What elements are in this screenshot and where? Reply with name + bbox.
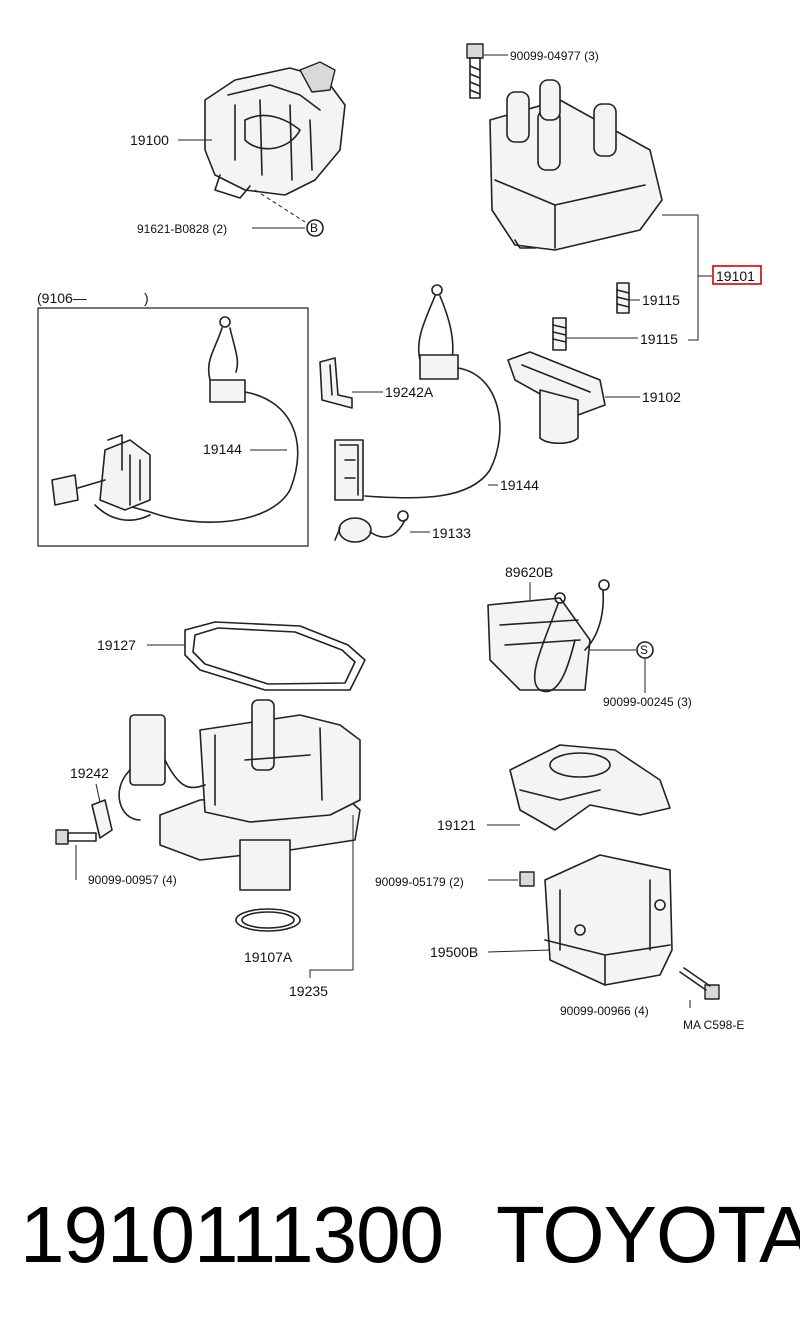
label-90099-04977: 90099-04977 (3)	[510, 49, 599, 63]
label-9106-group: (9106—	[37, 290, 87, 306]
label-90099-00957: 90099-00957 (4)	[88, 873, 177, 887]
wire-cord-right-drawing	[334, 284, 501, 501]
label-19144-right: 19144	[500, 477, 539, 493]
circle-s-letter: S	[640, 643, 648, 657]
label-89620B: 89620B	[505, 564, 553, 580]
label-19500B: 19500B	[430, 944, 478, 960]
spring-a-drawing	[616, 282, 630, 314]
circle-b-letter: B	[310, 221, 318, 235]
label-19102: 19102	[642, 389, 681, 405]
distributor-cap-drawing	[489, 79, 663, 251]
label-90099-00966: 90099-00966 (4)	[560, 1004, 649, 1018]
wire-cord-left-drawing	[51, 316, 299, 523]
gasket-drawing	[184, 621, 366, 691]
label-19101: 19101	[716, 268, 755, 284]
label-19100: 19100	[130, 132, 169, 148]
brand-name: TOYOTA	[496, 1190, 800, 1279]
leader-19500B	[487, 949, 551, 953]
label-19107A: 19107A	[244, 949, 293, 965]
rotor-drawing	[507, 351, 606, 445]
label-19115-a: 19115	[642, 292, 680, 308]
label-19235: 19235	[289, 983, 328, 999]
screw-clamp-drawing	[55, 829, 97, 845]
label-19115-b: 19115	[640, 331, 678, 347]
housing-drawing	[118, 699, 361, 891]
highlight-19101	[712, 265, 762, 285]
parts-diagram: 19100 91621-B0828 (2) B (9106— ) 19144 9…	[37, 43, 762, 1032]
distributor-assembly-drawing	[204, 61, 346, 199]
o-ring-inner	[241, 911, 295, 929]
clip-drawing	[319, 357, 353, 409]
bolt-top-drawing	[466, 43, 484, 99]
bracket-19235	[309, 815, 354, 978]
screw-coil-drawing	[679, 967, 720, 1000]
part-number: 1910111300	[20, 1190, 444, 1279]
diagram-code: MA C598-E	[683, 1018, 744, 1032]
bracket-19101	[662, 214, 699, 341]
clamp-drawing	[91, 799, 113, 839]
label-19127: 19127	[97, 637, 136, 653]
o-ring-drawing	[235, 908, 301, 932]
condenser-drawing	[334, 510, 409, 543]
gasket-inner	[192, 627, 356, 685]
leader-19242	[95, 783, 101, 803]
label-90099-05179: 90099-05179 (2)	[375, 875, 464, 889]
circle-b-marker	[306, 219, 324, 237]
cover-drawing	[509, 744, 671, 831]
label-91621: 91621-B0828 (2)	[137, 222, 227, 236]
label-19242: 19242	[70, 765, 109, 781]
label-19144-left: 19144	[203, 441, 242, 457]
group-box-9106	[37, 307, 309, 547]
footer: 1910111300 TOYOTA	[0, 1180, 800, 1300]
label-9106-close: )	[144, 290, 149, 306]
spring-b-drawing	[552, 317, 567, 351]
label-19133: 19133	[432, 525, 471, 541]
label-90099-00245: 90099-00245 (3)	[603, 695, 692, 709]
label-19121: 19121	[437, 817, 476, 833]
label-19242A: 19242A	[385, 384, 434, 400]
igniter-drawing	[487, 579, 610, 693]
dashed-leader-b	[254, 189, 306, 223]
nut-drawing	[519, 871, 535, 887]
ignition-coil-drawing	[544, 854, 673, 986]
